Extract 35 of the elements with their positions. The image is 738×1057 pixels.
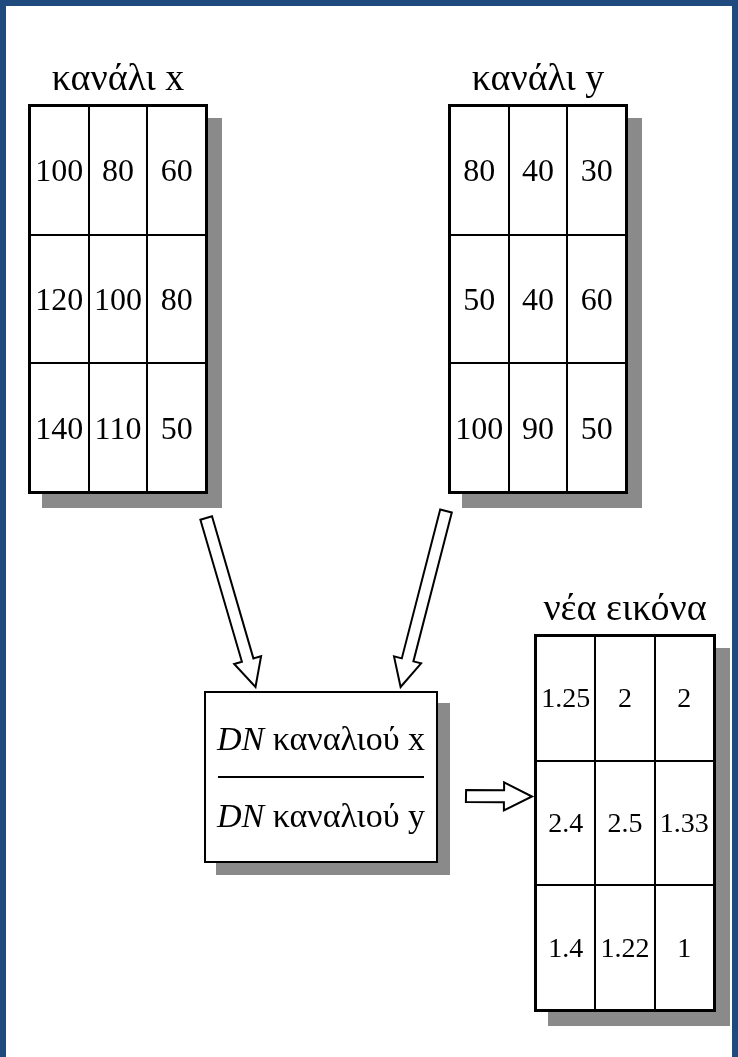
table-cell: 60 bbox=[567, 234, 626, 364]
table-cell: 50 bbox=[567, 363, 626, 492]
table-cell: 2.4 bbox=[536, 760, 596, 886]
table-cell: 50 bbox=[450, 234, 509, 364]
table-cell: 1.33 bbox=[654, 760, 714, 886]
table-cell: 140 bbox=[30, 363, 89, 492]
table-heading: κανάλι x bbox=[50, 55, 186, 100]
table-cell: 100 bbox=[30, 106, 89, 235]
table-cell: 1.22 bbox=[595, 885, 655, 1010]
table-cell: 100 bbox=[88, 234, 148, 364]
table-cell: 40 bbox=[508, 106, 568, 235]
table-cell: 90 bbox=[508, 363, 568, 492]
table-cell: 100 bbox=[450, 363, 509, 492]
table-cell: 80 bbox=[450, 106, 509, 235]
table-cell: 40 bbox=[508, 234, 568, 364]
table-heading: νέα εικόνα bbox=[542, 585, 708, 630]
formula-text: DN καναλιού x bbox=[216, 719, 426, 759]
table-cell: 2.5 bbox=[595, 760, 655, 886]
table-cell: 30 bbox=[567, 106, 626, 235]
block-arrow bbox=[464, 780, 535, 812]
table-cell: 1.25 bbox=[536, 636, 596, 761]
table-heading: κανάλι y bbox=[470, 55, 606, 100]
table-cell: 110 bbox=[88, 363, 148, 492]
table-cell: 120 bbox=[30, 234, 89, 364]
table-cell: 1 bbox=[654, 885, 714, 1010]
formula-text: DN καναλιού y bbox=[216, 796, 426, 836]
block-arrow bbox=[199, 515, 263, 690]
table-cell: 60 bbox=[147, 106, 206, 235]
table-cell: 1.4 bbox=[536, 885, 596, 1010]
table-cell: 80 bbox=[88, 106, 148, 235]
block-arrow bbox=[392, 508, 453, 690]
table-cell: 50 bbox=[147, 363, 206, 492]
table-cell: 80 bbox=[147, 234, 206, 364]
table-cell: 2 bbox=[654, 636, 714, 761]
table-cell: 2 bbox=[595, 636, 655, 761]
